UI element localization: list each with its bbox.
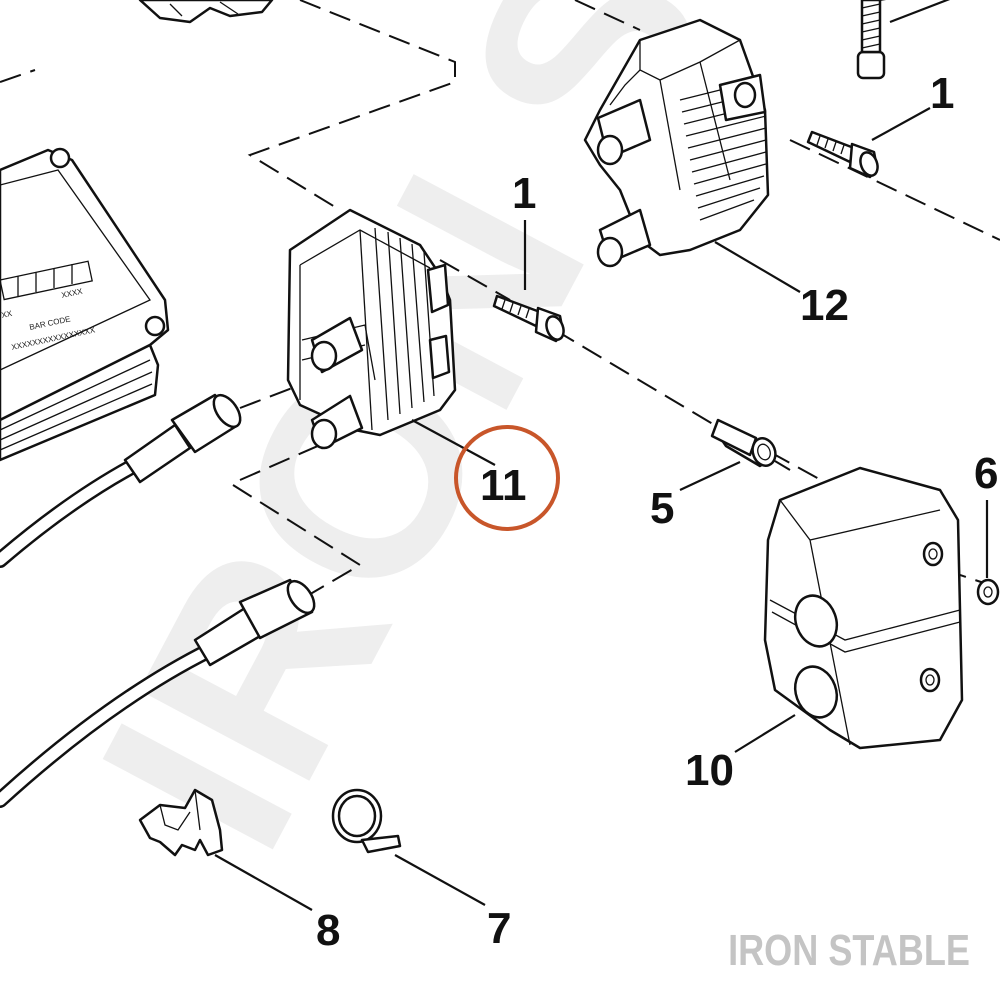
screw-1-middle [492,294,565,343]
callout-8: 8 [316,906,340,955]
callout-12: 12 [800,281,849,330]
ignition-coil-11 [286,208,457,450]
vertical-screw [856,0,951,80]
clamp-7 [331,788,402,854]
callout-1-top: 1 [930,69,954,118]
callout-6: 6 [974,449,998,498]
callout-7: 7 [487,904,511,953]
highlight-circle [454,425,560,531]
top-partial-clip [138,0,274,24]
brand-watermark: IRON STABLE [728,926,970,975]
spark-plug-wire-lower [0,578,316,808]
callouts: 1 1 12 11 5 6 10 8 7 [316,69,998,955]
spark-plug-wire-upper [0,393,242,568]
sleeve-5 [710,418,777,468]
leader-lines [214,107,989,911]
washer-6 [976,578,1000,606]
callout-5: 5 [650,484,674,533]
callout-1-middle: 1 [512,169,536,218]
clip-8 [138,788,224,857]
callout-10: 10 [685,746,734,795]
ecm-label-xxxx: XXXX [61,287,84,300]
ecm-module: XXXX XX BAR CODE XXXXXXXXXXXXXXXX [0,147,170,462]
screw-1-top [806,130,879,179]
ignition-coil-12 [583,18,770,268]
ecm-label-xx: XX [1,309,14,320]
coil-cover-10 [763,466,964,750]
callout-11: 11 [480,461,527,510]
